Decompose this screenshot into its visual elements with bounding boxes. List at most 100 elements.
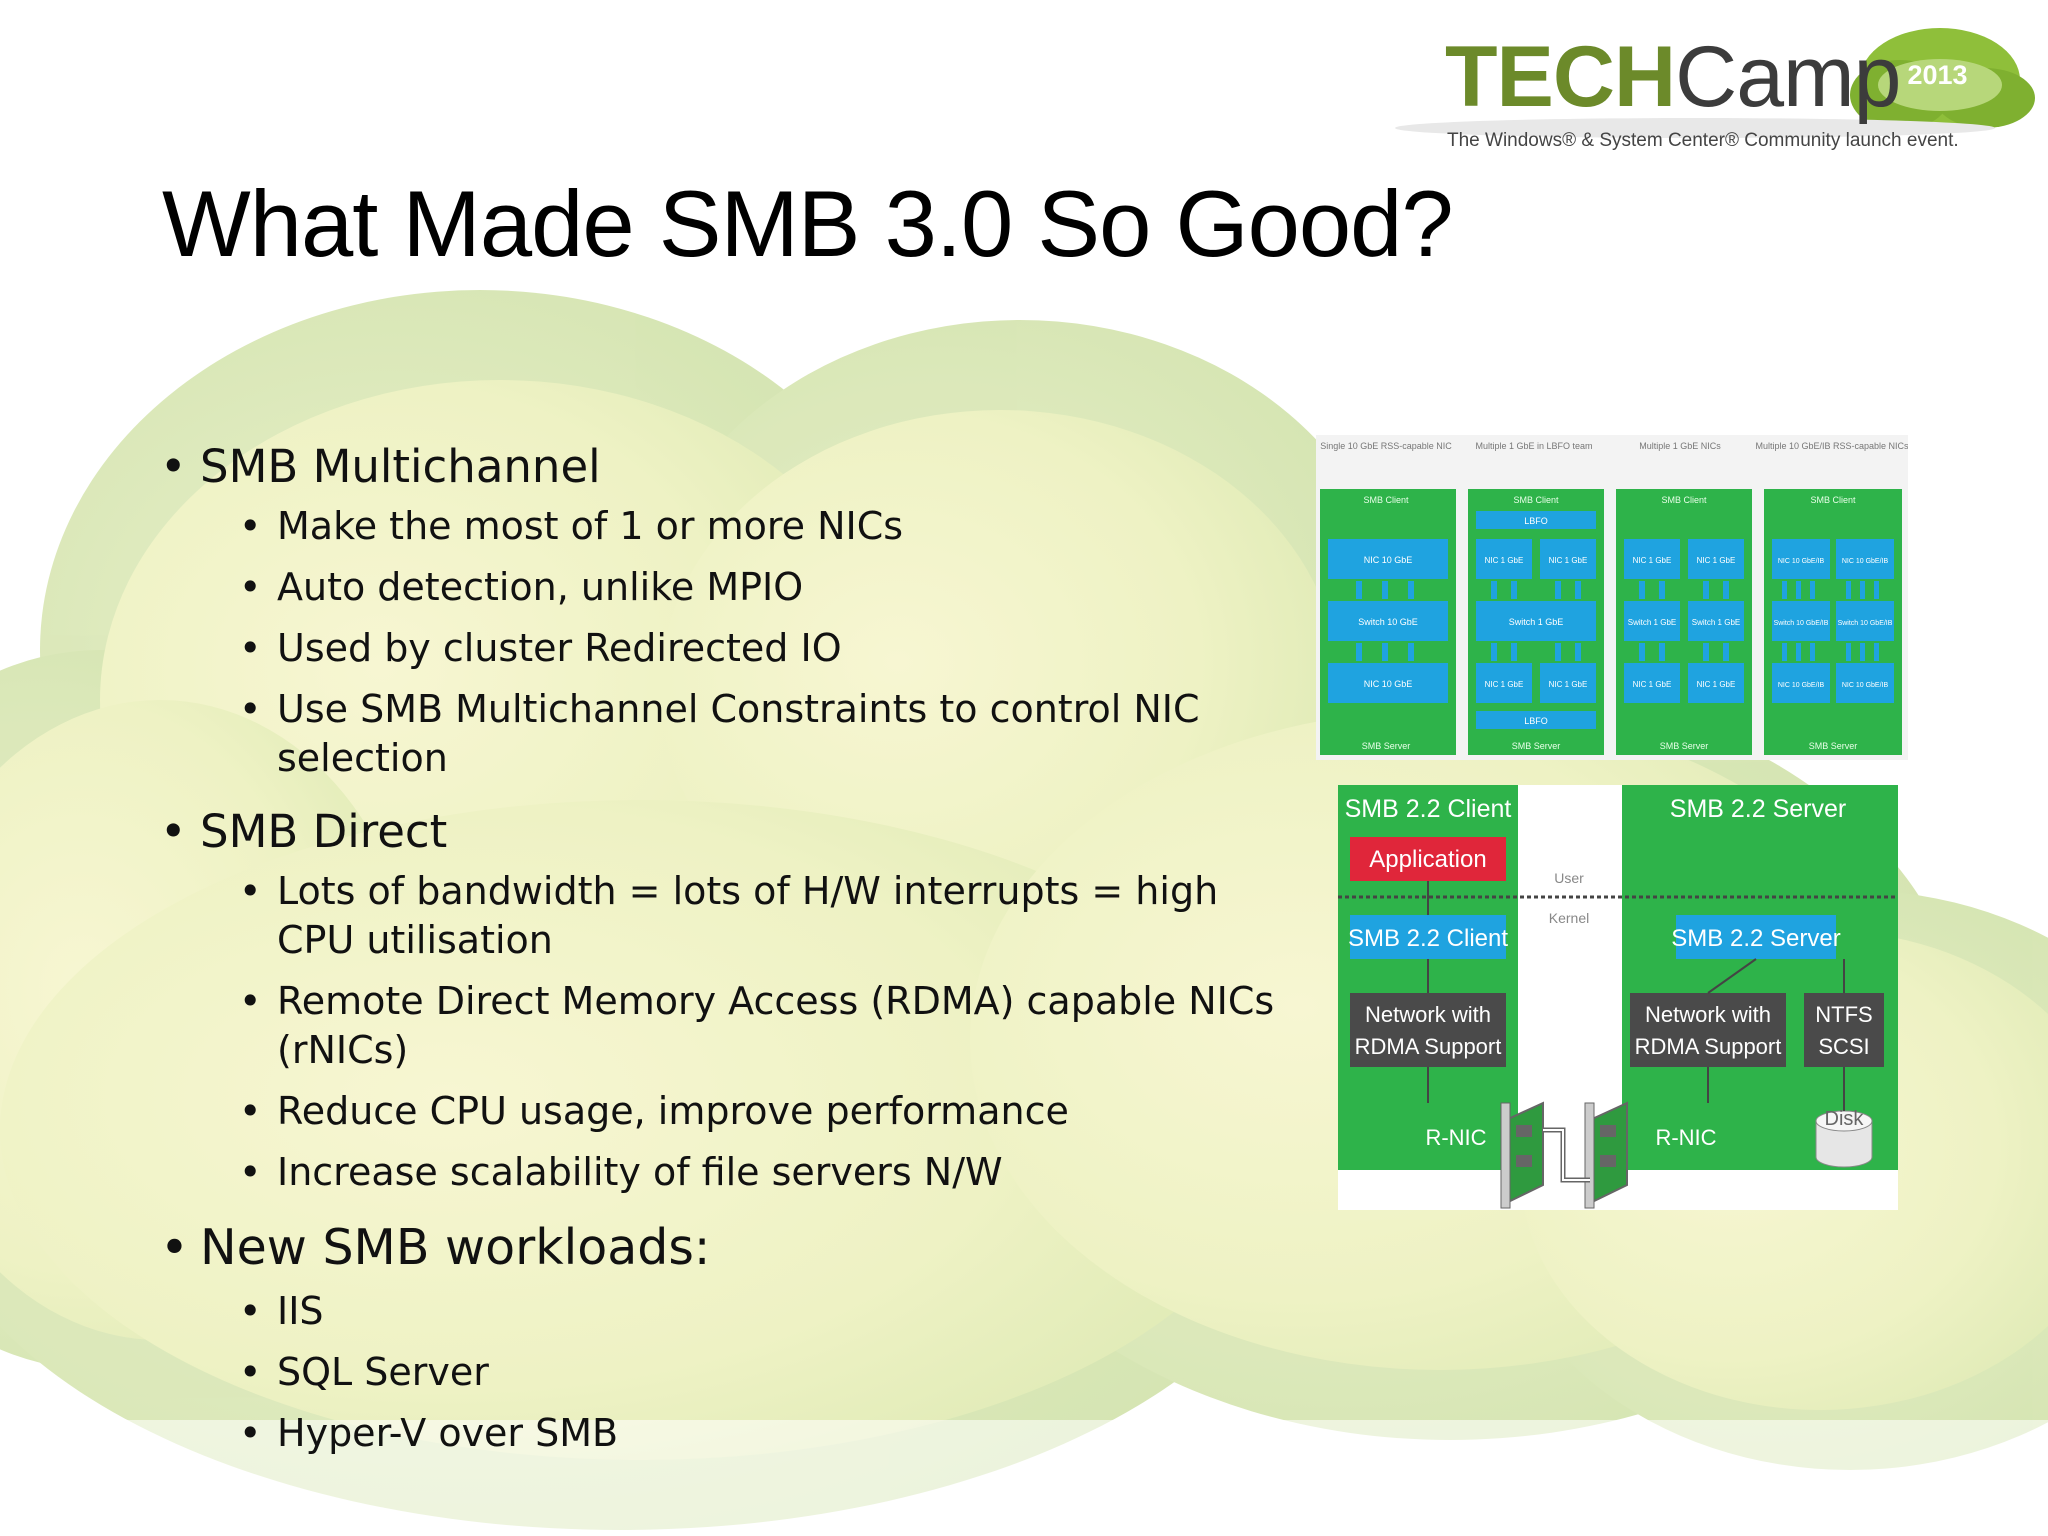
nic-label: NIC 1 GbE [1633, 556, 1672, 565]
nic-box [1540, 663, 1596, 703]
server-title: SMB 2.2 Server [1670, 795, 1846, 823]
nic-label: NIC 10 GbE/IB [1778, 682, 1825, 689]
server-rnic-label: R-NIC [1655, 1125, 1716, 1150]
kernel-label: Kernel [1549, 910, 1589, 926]
logo-year: 2013 [1907, 60, 1968, 90]
switch-label: Switch 1 GbE [1628, 618, 1676, 627]
sub-bullet-item: Remote Direct Memory Access (RDMA) capab… [160, 977, 1280, 1075]
bullet-item: New SMB workloads: [160, 1219, 1280, 1277]
server-network-label: RDMA Support [1635, 1034, 1782, 1059]
sub-bullet-item: Use SMB Multichannel Constraints to cont… [160, 685, 1280, 783]
nic-box [1328, 539, 1448, 579]
sub-bullet-item: Increase scalability of file servers N/W [160, 1148, 1280, 1197]
server-panel [1622, 785, 1898, 1170]
lbfo-box [1476, 711, 1596, 729]
logo-tech: TECH [1445, 29, 1676, 125]
smb-server-label: SMB Server [1512, 741, 1561, 751]
nic-label: NIC 10 GbE [1364, 555, 1413, 565]
nic-box [1328, 663, 1448, 703]
sub-bullet-item: SQL Server [160, 1348, 1280, 1397]
bullet-list: SMB Multichannel Make the most of 1 or m… [160, 440, 1280, 1458]
logo-camp: Camp [1675, 29, 1901, 125]
nic-label: NIC 1 GbE [1697, 680, 1736, 689]
nic-label: NIC 1 GbE [1549, 680, 1588, 689]
multichannel-column: Multiple 1 GbE NICs SMB Client NIC 1 GbE… [1616, 441, 1752, 755]
switch-box [1476, 601, 1596, 641]
nic-label: NIC 10 GbE/IB [1778, 558, 1825, 565]
rdma-diagram: SMB 2.2 Client SMB 2.2 Server Applicatio… [1338, 785, 1898, 1210]
connector-line [1707, 958, 1757, 994]
column-header: Multiple 10 GbE/IB RSS-capable NICs [1755, 441, 1908, 451]
sub-bullet-item: Hyper-V over SMB [160, 1409, 1280, 1458]
sub-bullet-item: Reduce CPU usage, improve performance [160, 1087, 1280, 1136]
nic-box [1624, 663, 1680, 703]
nic-label: NIC 1 GbE [1633, 680, 1672, 689]
cloud-logo-icon [1395, 28, 2035, 138]
multichannel-column: Single 10 GbE RSS-capable NIC SMB Client… [1320, 441, 1456, 755]
sub-bullet-item: IIS [160, 1287, 1280, 1336]
nic-box [1836, 663, 1894, 703]
user-label: User [1554, 870, 1584, 886]
switch-label: Switch 10 GbE [1358, 617, 1418, 627]
server-inner-label: SMB 2.2 Server [1671, 925, 1840, 952]
column-header: Multiple 1 GbE NICs [1639, 441, 1721, 451]
smb-client-label: SMB Client [1513, 495, 1559, 505]
connector-lines [1356, 581, 1879, 661]
switch-label: Switch 10 GbE/IB [1774, 620, 1829, 627]
smb-server-label: SMB Server [1809, 741, 1858, 751]
switch-box [1328, 601, 1448, 641]
smb-server-label: SMB Server [1660, 741, 1709, 751]
multichannel-diagram: Single 10 GbE RSS-capable NIC SMB Client… [1316, 435, 1908, 760]
techcamp-logo: TECHCamp 2013 The Windows® & System Cent… [1395, 10, 2043, 170]
logo-wordmark: TECHCamp [1445, 28, 1902, 127]
client-rnic-label: R-NIC [1425, 1125, 1486, 1150]
client-rnic-card-icon [1500, 1101, 1544, 1209]
application-label: Application [1369, 846, 1486, 873]
switch-box [1624, 601, 1680, 641]
client-network-label: Network with [1365, 1002, 1491, 1027]
lbfo-label: LBFO [1524, 716, 1548, 726]
switch-label: Switch 1 GbE [1509, 617, 1564, 627]
smb-server-label: SMB Server [1362, 741, 1411, 751]
nic-label: NIC 10 GbE/IB [1842, 558, 1889, 565]
nic-box [1688, 663, 1744, 703]
server-rnic-card-icon [1584, 1101, 1628, 1209]
ntfs-label: NTFS [1815, 1002, 1872, 1027]
client-inner-box [1350, 915, 1506, 959]
application-box [1350, 837, 1506, 881]
switch-box [1772, 601, 1830, 641]
nic-box [1624, 539, 1680, 579]
lbfo-label: LBFO [1524, 516, 1548, 526]
nic-label: NIC 1 GbE [1549, 556, 1588, 565]
disk-label: Disk [1825, 1108, 1865, 1130]
nic-box [1476, 539, 1532, 579]
slide-title: What Made SMB 3.0 So Good? [162, 171, 1454, 276]
nic-label: NIC 10 GbE [1364, 679, 1413, 689]
smb-client-label: SMB Client [1810, 495, 1856, 505]
server-inner-box [1676, 915, 1836, 959]
column-header: Single 10 GbE RSS-capable NIC [1320, 441, 1452, 451]
nic-label: NIC 10 GbE/IB [1842, 682, 1889, 689]
client-network-label: RDMA Support [1355, 1034, 1502, 1059]
server-network-box [1630, 993, 1786, 1067]
scsi-label: SCSI [1818, 1034, 1869, 1059]
nic-box [1772, 663, 1830, 703]
lbfo-box [1476, 511, 1596, 529]
bullet-item: SMB Multichannel [160, 440, 1280, 494]
column-header: Multiple 1 GbE in LBFO team [1475, 441, 1592, 451]
smb-client-label: SMB Client [1661, 495, 1707, 505]
disk-icon: Disk [1815, 1108, 1873, 1168]
client-title: SMB 2.2 Client [1345, 795, 1512, 823]
nic-box [1476, 663, 1532, 703]
nic-label: NIC 1 GbE [1485, 680, 1524, 689]
client-network-box [1350, 993, 1506, 1067]
switch-box [1688, 601, 1744, 641]
rdma-cable [1543, 1127, 1590, 1183]
logo-tagline: The Windows® & System Center® Community … [1447, 130, 1959, 151]
ntfs-box [1804, 993, 1884, 1067]
nic-label: NIC 1 GbE [1697, 556, 1736, 565]
switch-label: Switch 10 GbE/IB [1838, 620, 1893, 627]
sub-bullet-item: Make the most of 1 or more NICs [160, 502, 1280, 551]
nic-box [1688, 539, 1744, 579]
